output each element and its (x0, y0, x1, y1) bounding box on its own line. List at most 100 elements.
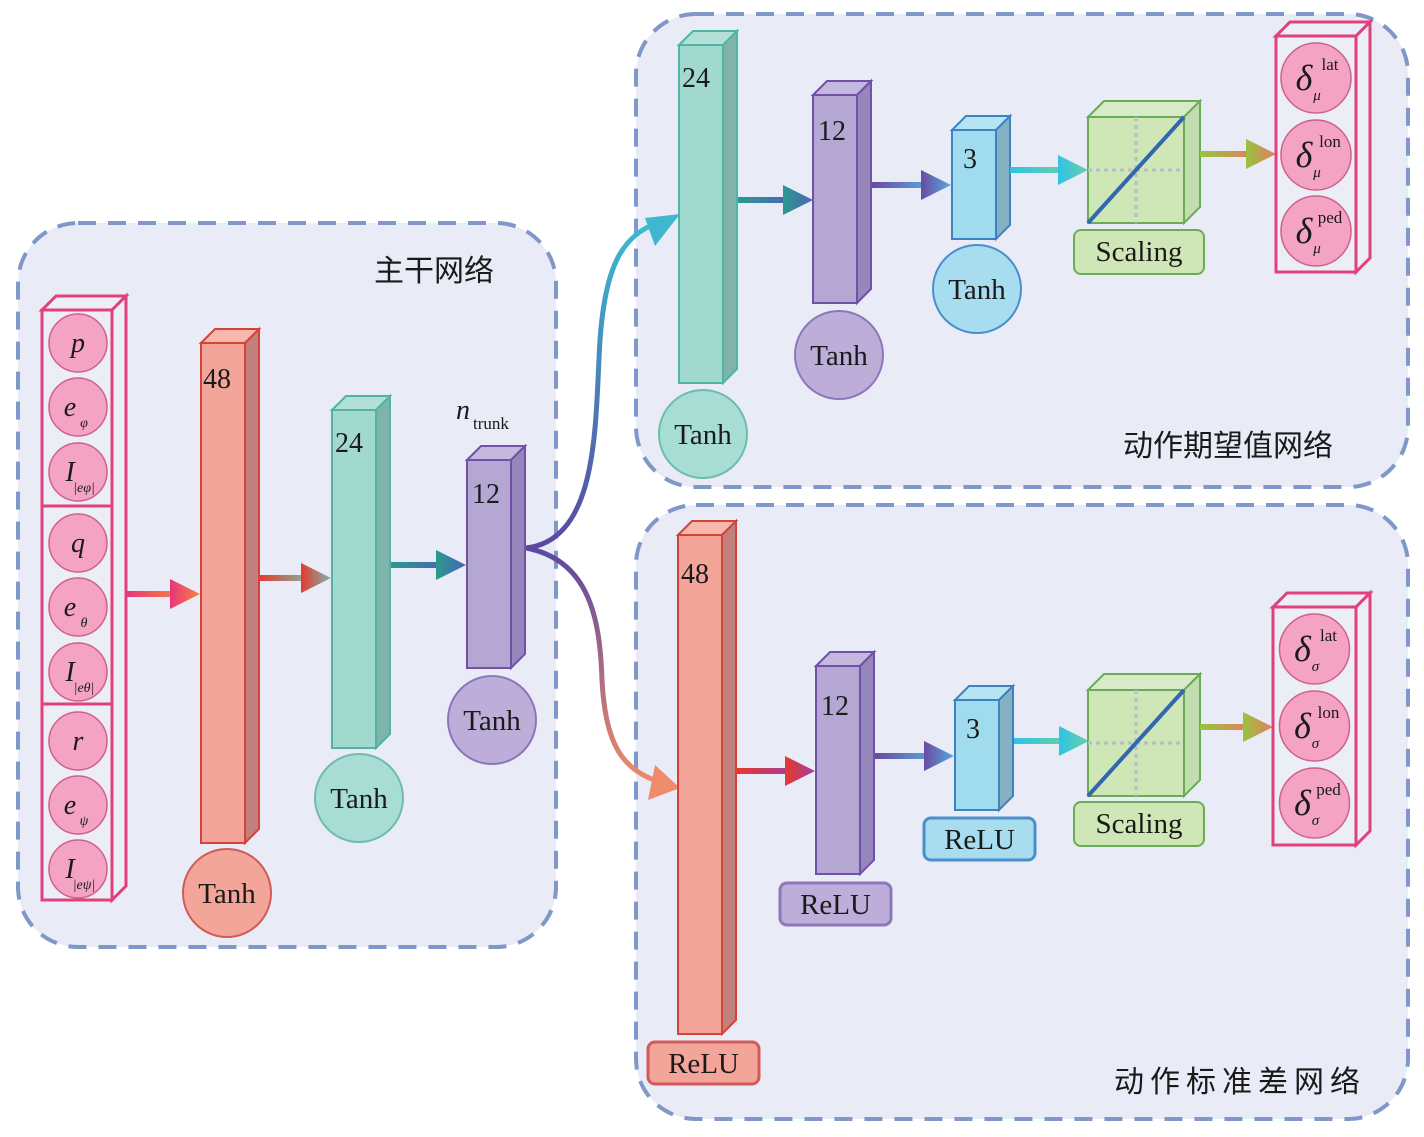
mean-scaling-block-label-box (1073, 229, 1205, 275)
mean-layer-3-activation-label: Tanh (948, 274, 1006, 306)
branch-to-std-arrow (525, 545, 680, 800)
input-node: I|eφ| (48, 442, 108, 502)
std-layer-3-activation-label: ReLU (944, 824, 1015, 856)
input-node-subscript: φ (80, 416, 88, 431)
input-node: q (48, 513, 108, 573)
mean-layer-1-units: 24 (682, 63, 710, 94)
input-node-symbol: I (64, 854, 76, 885)
trunk-arrow-2 (391, 550, 466, 580)
trunk-layer-3-front-face (466, 459, 512, 669)
std-layer-2-side-face (859, 649, 875, 877)
output-symbol: δ (1296, 211, 1314, 251)
input-node-symbol: q (71, 528, 85, 559)
input-node-symbol: r (73, 726, 84, 757)
output-symbol: δ (1294, 706, 1312, 746)
std-layer-3-side-face (998, 683, 1014, 813)
std-layer-2-front-face (815, 665, 861, 875)
trunk-layer-2-activation-circle (314, 753, 404, 843)
input-node: I|eθ| (48, 642, 108, 702)
mean-arrow-1 (738, 185, 813, 215)
output-superscript: ped (1318, 208, 1343, 227)
mean-layer-1-activation: Tanh (658, 389, 748, 479)
trunk-layer-1-front-face (200, 342, 246, 844)
trunk-layer-1 (198, 326, 262, 846)
std-layer-1-side-face (721, 518, 737, 1037)
std-arrow-2 (875, 741, 954, 771)
std-layer-2-activation-box (778, 881, 893, 927)
input-node-symbol: e (64, 790, 76, 821)
mean-layer-2-units: 12 (818, 116, 846, 147)
input-node: eφ (48, 377, 108, 437)
std-layer-1-activation-box (646, 1040, 761, 1086)
mean-layer-1 (676, 28, 740, 386)
trunk-panel-label: 主干网络 (374, 254, 494, 289)
input-node-symbol: e (64, 392, 76, 423)
mean-layer-3-activation: Tanh (932, 244, 1022, 334)
mean-panel-label: 动作期望值网络 (1123, 429, 1333, 464)
std-arrow-1 (736, 756, 815, 786)
std-layer-2-units: 12 (821, 691, 849, 722)
trunk-annotation-sub: trunk (473, 414, 509, 433)
std-panel-label: 动作标准差网络 (1114, 1065, 1366, 1100)
input-node-symbol: e (64, 592, 76, 623)
trunk-layer-3-activation-circle (447, 675, 537, 765)
std-layer-2-activation: ReLU (778, 881, 893, 927)
std-layer-3-activation: ReLU (922, 816, 1037, 862)
std-layer-1 (675, 518, 739, 1037)
input-node-subscript: θ (81, 616, 88, 631)
trunk-layer-2-units: 24 (335, 428, 363, 459)
output-superscript: lat (1322, 55, 1339, 74)
mean-layer-3 (949, 113, 1013, 242)
output-symbol: δ (1294, 783, 1312, 823)
output-symbol: δ (1294, 629, 1312, 669)
trunk-layer-3-activation-label: Tanh (463, 705, 521, 737)
std-scaling-block-label: Scaling (1096, 808, 1183, 840)
trunk-layer-1-activation-label: Tanh (198, 878, 256, 910)
input-node: eθ (48, 577, 108, 637)
mean-layer-1-activation-label: Tanh (674, 419, 732, 451)
mean-layer-1-activation-circle (658, 389, 748, 479)
trunk-layer-1-activation: Tanh (182, 848, 272, 938)
mean-layer-1-side-face (722, 28, 738, 386)
input-node: p (48, 313, 108, 373)
mean-layer-2-activation-circle (794, 310, 884, 400)
input-node: eψ (48, 775, 108, 835)
std-scaling-block-label-box (1073, 801, 1205, 847)
mean-layer-3-front-face (951, 129, 997, 240)
output-superscript: ped (1316, 780, 1341, 799)
trunk-panel: 主干网络 (16, 221, 558, 949)
mean-scaling-block: Scaling (1073, 98, 1205, 275)
trunk-layer-2 (329, 393, 393, 751)
std-layer-2-activation-label: ReLU (800, 889, 871, 921)
mean-layer-3-activation-circle (932, 244, 1022, 334)
output-subscript: μ (1312, 241, 1321, 257)
output-subscript: σ (1312, 659, 1320, 675)
input-node-subscript: |eφ| (73, 481, 95, 496)
trunk-layer-1-units: 48 (203, 364, 231, 395)
linear-scaling-icon (1086, 688, 1186, 798)
trunk-layer-2-front-face (331, 409, 377, 749)
output-symbol: δ (1296, 58, 1314, 98)
output-subscript: σ (1312, 736, 1320, 752)
mean-layer-2-activation: Tanh (794, 310, 884, 400)
mean-layer-2-front-face (812, 94, 858, 304)
std-layer-1-activation-label: ReLU (668, 1048, 739, 1080)
trunk-layer-1-side-face (244, 326, 260, 846)
trunk-layer-3-activation: Tanh (447, 675, 537, 765)
trunk-arrow-1 (259, 563, 331, 593)
output-superscript: lat (1320, 626, 1337, 645)
std-arrow-3 (1014, 726, 1089, 756)
mean-layer-2-activation-label: Tanh (810, 340, 868, 372)
input-node-symbol: I (64, 657, 76, 688)
mean-layer-2-side-face (856, 78, 872, 306)
std-layer-3-front-face (954, 699, 1000, 811)
std-layer-1-front-face (677, 534, 723, 1035)
std-layer-3 (952, 683, 1016, 813)
input-node-subscript: |eθ| (74, 681, 95, 696)
